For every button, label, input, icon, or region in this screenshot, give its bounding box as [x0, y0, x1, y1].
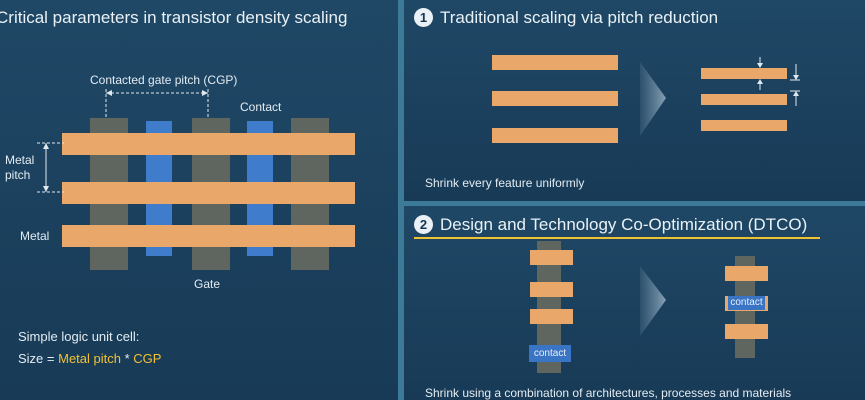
size-metal-pitch: Metal pitch — [58, 351, 121, 366]
metal-line-3 — [62, 225, 355, 247]
step-number-1: 1 — [414, 8, 433, 27]
dtco-before-metal-3 — [530, 309, 573, 324]
contact-label: Contact — [240, 100, 282, 114]
dtco-after-metal-1 — [725, 266, 768, 281]
after-metal-1 — [701, 68, 787, 79]
cgp-label: Contacted gate pitch (CGP) — [90, 73, 238, 87]
dtco-before-metal-1 — [530, 250, 573, 265]
unit-cell-line: Simple logic unit cell: — [18, 329, 140, 344]
before-metal-3 — [492, 128, 618, 143]
dtco-after-contact: contact — [728, 296, 765, 310]
traditional-scaling-panel — [404, 0, 865, 201]
gate-label: Gate — [194, 277, 221, 291]
dtco-title-text: Design and Technology Co-Optimization (D… — [440, 215, 808, 234]
vertical-divider — [398, 0, 404, 400]
traditional-scaling-title: 1 Traditional scaling via pitch reduction — [414, 8, 718, 28]
dtco-title: 2 Design and Technology Co-Optimization (… — [414, 215, 807, 235]
before-metal-2 — [492, 91, 618, 106]
dtco-caption: Shrink using a combination of architectu… — [425, 386, 792, 400]
after-metal-2 — [701, 94, 787, 105]
traditional-scaling-caption: Shrink every feature uniformly — [425, 176, 585, 190]
after-metal-3 — [701, 120, 787, 131]
size-cgp: CGP — [133, 351, 162, 366]
size-formula: Size = Metal pitch * CGP — [18, 351, 161, 366]
size-prefix: Size = — [18, 351, 59, 366]
dtco-before-contact: contact — [529, 345, 571, 362]
metal-pitch-label-line1: Metal — [5, 153, 35, 167]
metal-label: Metal — [20, 229, 50, 243]
transform-arrow-2 — [640, 266, 666, 336]
metal-line-1 — [62, 133, 355, 155]
step-number-2: 2 — [414, 215, 433, 234]
traditional-scaling-title-text: Traditional scaling via pitch reduction — [440, 8, 719, 27]
horizontal-divider — [404, 201, 865, 206]
metal-line-2 — [62, 182, 355, 204]
before-metal-1 — [492, 55, 618, 70]
dtco-after-metal-3 — [725, 324, 768, 339]
left-panel-title: Critical parameters in transistor densit… — [0, 8, 348, 27]
size-times: * — [120, 351, 134, 366]
transform-arrow-1 — [640, 62, 666, 136]
dtco-before-metal-2 — [530, 282, 573, 297]
metal-pitch-label-line2: pitch — [5, 168, 31, 182]
